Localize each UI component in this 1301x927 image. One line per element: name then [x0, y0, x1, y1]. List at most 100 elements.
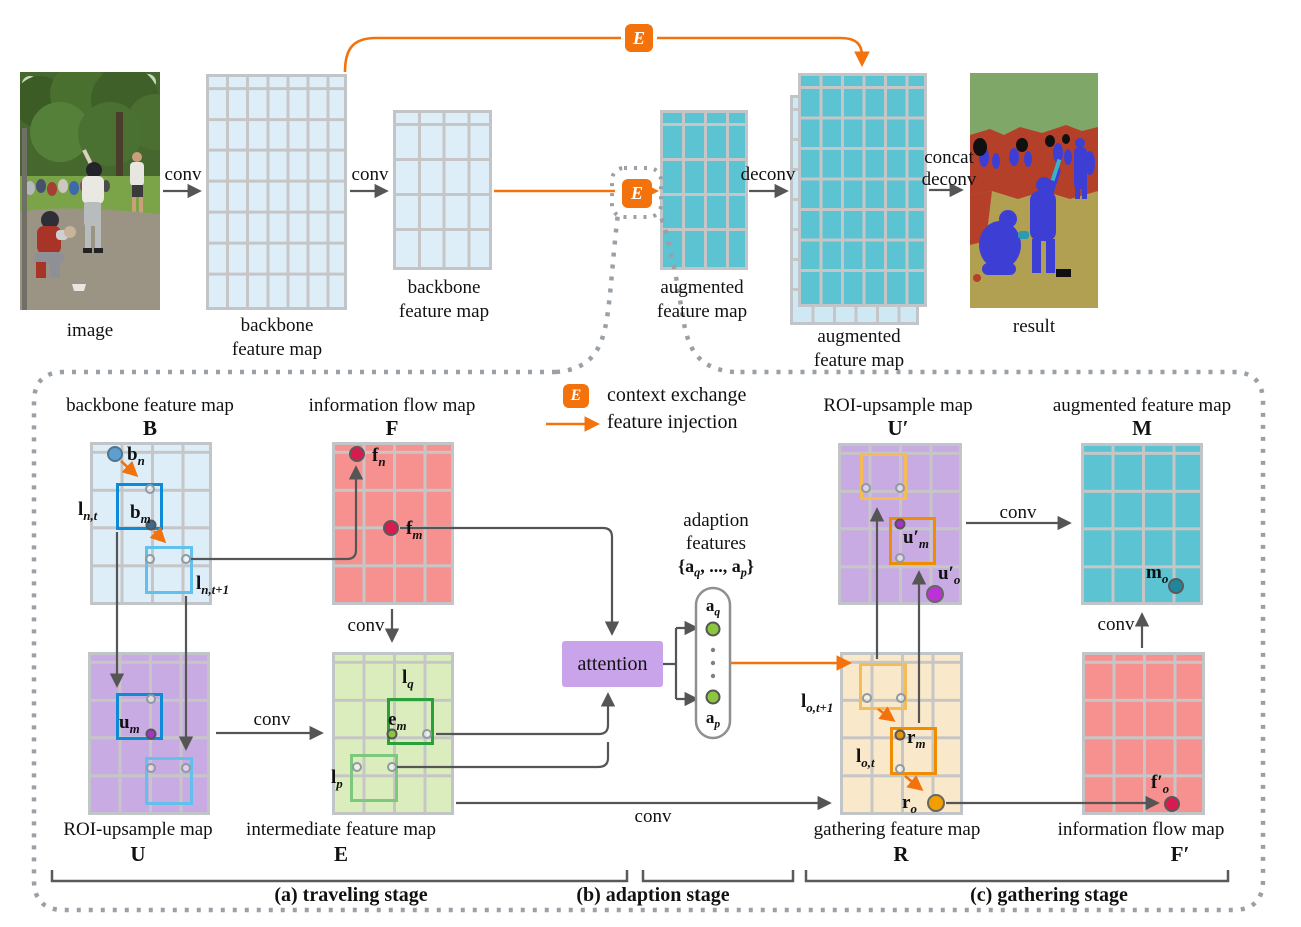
label-l-ot: lo,t — [856, 746, 875, 770]
label-f-prime-o: f′o — [1151, 772, 1170, 796]
point-f-m — [383, 520, 399, 536]
backbone-large-label-1: backbone — [240, 315, 314, 336]
brace-adaption — [641, 870, 795, 883]
image-label: image — [66, 320, 114, 341]
augmented-feature-map-small — [660, 110, 748, 270]
conv-u-prime-label: conv — [999, 502, 1037, 523]
concat-label: concat — [924, 147, 974, 168]
map-E-letter: E — [333, 842, 349, 866]
attention-label: attention — [577, 652, 648, 675]
grid-point — [862, 693, 872, 703]
adaption-label-3: {aq, ..., ap} — [678, 556, 754, 580]
label-a-p: ap — [705, 708, 721, 731]
label-l-p: lp — [331, 767, 343, 791]
legend-context-exchange-badge: E — [563, 384, 589, 408]
map-F-prime-title: information flow map — [1057, 819, 1225, 840]
point-f-n — [349, 446, 365, 462]
segmented-people — [979, 138, 1095, 275]
point-f-prime-o — [1164, 796, 1180, 812]
grid-point — [145, 554, 155, 564]
augmented-feature-map-large — [798, 73, 927, 307]
backbone-large-label-2: feature map — [231, 339, 323, 360]
grid-point — [861, 483, 871, 493]
grid-point — [181, 763, 191, 773]
map-R-title: gathering feature map — [813, 819, 981, 840]
grid-point — [387, 762, 397, 772]
conv-e-to-r-label: conv — [634, 806, 672, 827]
map-F-letter: F — [385, 416, 399, 440]
standing-player — [130, 152, 144, 213]
grid-point — [145, 484, 155, 494]
label-r-m: rm — [907, 727, 926, 751]
label-u-m: um — [119, 712, 140, 736]
brace-gathering — [804, 870, 1230, 883]
adaption-label-1: adaption — [683, 510, 749, 531]
backbone-small-label-1: backbone — [407, 277, 481, 298]
point-r-m — [894, 729, 906, 741]
label-f-n: fn — [372, 445, 386, 469]
stage-a-label: (a) traveling stage — [274, 884, 428, 906]
backbone-feature-map-small — [393, 110, 492, 270]
map-F-prime — [1082, 652, 1205, 815]
map-F-prime-letter: F′ — [1170, 842, 1190, 866]
map-E-title: intermediate feature map — [246, 819, 436, 840]
legend-context-exchange-label: context exchange — [607, 384, 747, 406]
label-a-q: aq — [705, 596, 721, 619]
map-M — [1081, 443, 1203, 605]
label-l-nt1: ln,t+1 — [196, 573, 230, 597]
point-m-o — [1168, 578, 1184, 594]
deconv-label: deconv — [740, 164, 796, 185]
augmented-large-label-2: feature map — [813, 350, 905, 371]
conv-u-right-label: conv — [253, 709, 291, 730]
attention-box: attention — [562, 641, 663, 687]
point-r-o — [927, 794, 945, 812]
map-M-letter: M — [1132, 416, 1152, 440]
point-b-n — [107, 446, 123, 462]
result-segmentation — [970, 73, 1098, 308]
grid-point — [895, 553, 905, 563]
concat-deconv-label: deconv — [921, 169, 977, 190]
label-e-m: em — [388, 709, 407, 733]
point-a-q — [705, 621, 721, 637]
input-photo — [20, 72, 160, 310]
grid-point — [422, 729, 432, 739]
map-U-title: ROI-upsample map — [63, 819, 213, 840]
grid-point — [896, 693, 906, 703]
backbone-small-label-2: feature map — [398, 301, 490, 322]
catcher — [34, 211, 76, 278]
label-b-m: bm — [130, 502, 151, 526]
map-R-letter: R — [893, 842, 909, 866]
batter — [82, 149, 104, 253]
brace-traveling — [50, 870, 629, 883]
grid-point — [352, 762, 362, 772]
grid-point — [895, 483, 905, 493]
conv-f-down-label: conv — [347, 615, 385, 636]
map-M-title: augmented feature map — [1052, 395, 1232, 416]
context-exchange-badge-mid: E — [622, 179, 652, 208]
result-label: result — [1012, 316, 1056, 337]
label-l-ot1: lo,t+1 — [801, 691, 834, 715]
detail-orange-arrows — [120, 460, 924, 791]
conv2-label: conv — [351, 164, 389, 185]
context-exchange-badge-skip: E — [625, 24, 653, 52]
map-B-title: backbone feature map — [66, 395, 234, 416]
label-l-q: lq — [402, 667, 414, 691]
label-l-nt: ln,t — [78, 499, 98, 523]
point-a-p — [705, 689, 721, 705]
label-f-m: fm — [406, 518, 423, 542]
label-m-o: mo — [1146, 562, 1169, 586]
stage-braces — [50, 870, 1230, 883]
stage-b-label: (b) adaption stage — [576, 884, 730, 906]
map-B-letter: B — [142, 416, 158, 440]
stage-c-label: (c) gathering stage — [970, 884, 1128, 906]
label-u-prime-o: u′o — [938, 563, 961, 587]
point-u-m — [145, 728, 157, 740]
grid-point — [181, 554, 191, 564]
conv1-label: conv — [164, 164, 202, 185]
map-U-prime-letter: U′ — [887, 416, 909, 440]
backbone-feature-map-large — [206, 74, 347, 310]
augmented-small-label-2: feature map — [656, 301, 748, 322]
label-r-o: ro — [902, 792, 917, 816]
augmented-large-label-1: augmented — [817, 326, 901, 347]
label-b-n: bn — [127, 444, 145, 468]
